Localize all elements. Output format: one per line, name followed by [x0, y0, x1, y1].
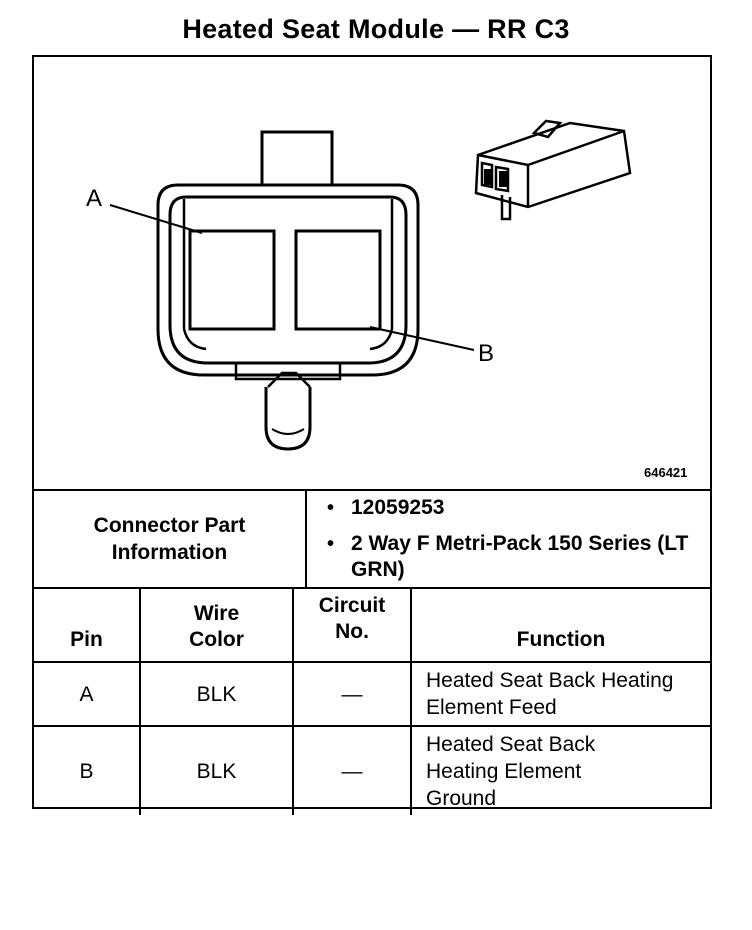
pin-a-label: A: [86, 185, 103, 212]
part-number: 12059253: [327, 495, 710, 521]
table-row: B BLK — Heated Seat Back Heating Element…: [34, 725, 710, 815]
cell-function: Heated Seat Back Heating Element Feed: [410, 661, 710, 727]
cell-pin: B: [34, 725, 141, 815]
cell-wire-color: BLK: [139, 725, 294, 815]
connector-figure: A B 646421: [34, 57, 710, 489]
cell-function: Heated Seat Back Heating Element Ground: [410, 725, 710, 815]
header-wire-color: Wire Color: [139, 587, 294, 663]
connector-description: 2 Way F Metri-Pack 150 Series (LT GRN): [327, 531, 710, 583]
connector-info-table: Connector Part Information 12059253 2 Wa…: [34, 489, 710, 587]
cell-circuit: —: [292, 725, 412, 815]
cell-wire-color: BLK: [139, 661, 294, 727]
table-row: A BLK — Heated Seat Back Heating Element…: [34, 661, 710, 727]
connector-face-drawing: [109, 119, 632, 451]
figure-id: 646421: [644, 465, 688, 480]
pin-table: Pin Wire Color Circuit No. Function A BL…: [34, 587, 710, 815]
connector-part-info-label: Connector Part Information: [34, 489, 307, 587]
header-circuit-no: Circuit No.: [292, 587, 412, 663]
page-title: Heated Seat Module — RR C3: [182, 14, 570, 44]
connector-part-info-values: 12059253 2 Way F Metri-Pack 150 Series (…: [305, 489, 710, 587]
cell-pin: A: [34, 661, 141, 727]
cell-circuit: —: [292, 661, 412, 727]
pin-b-label: B: [478, 340, 495, 367]
header-pin: Pin: [34, 587, 141, 663]
header-function: Function: [410, 587, 710, 663]
connector-frame: A B 646421 Connector Part Information 12…: [32, 55, 712, 815]
